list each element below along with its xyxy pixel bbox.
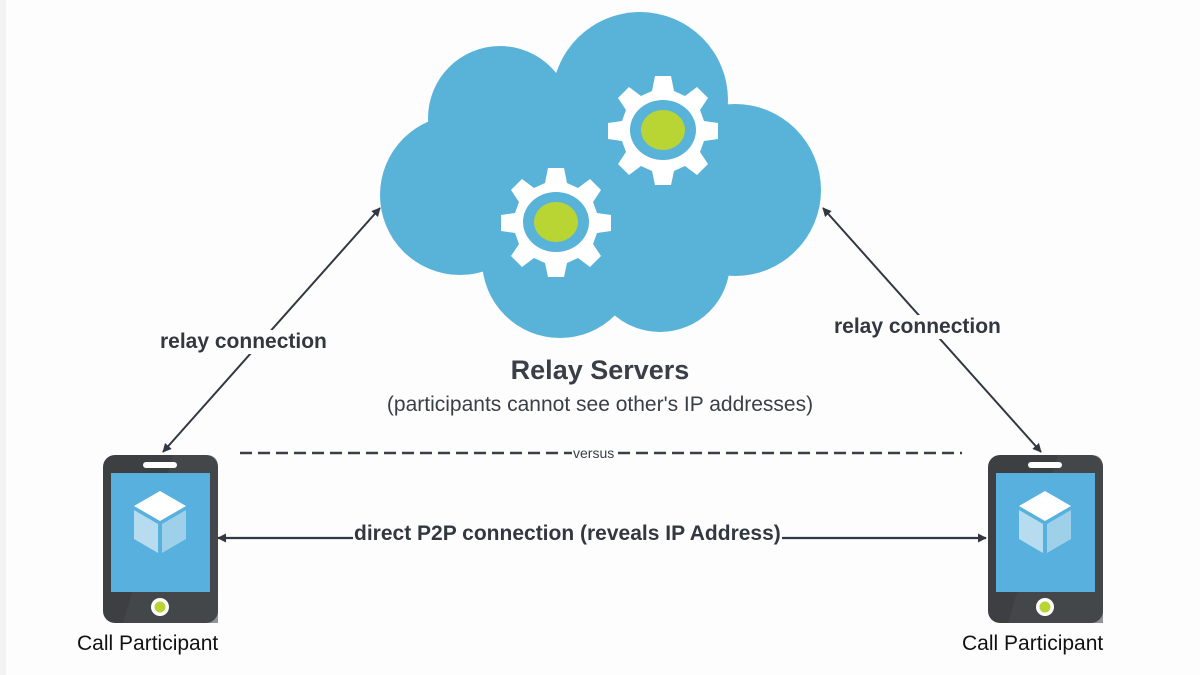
- cloud-title: Relay Servers: [510, 355, 690, 385]
- gear-icon: [608, 76, 718, 185]
- left-edge-strip: [0, 0, 6, 675]
- participant-label-left: Call Participant: [77, 632, 219, 655]
- right-relay-label: relay connection: [832, 315, 1003, 339]
- cloud-subtitle: (participants cannot see other's IP addr…: [386, 393, 814, 416]
- relay-servers-cloud: [380, 12, 821, 338]
- versus-label: versus: [572, 445, 616, 461]
- gear-icon: [501, 168, 611, 277]
- participant-label-right: Call Participant: [962, 632, 1104, 655]
- left-relay-label: relay connection: [158, 330, 329, 354]
- smartphone-icon: [103, 455, 218, 623]
- direct-p2p-label: direct P2P connection (reveals IP Addres…: [353, 522, 782, 546]
- smartphone-icon: [988, 455, 1103, 623]
